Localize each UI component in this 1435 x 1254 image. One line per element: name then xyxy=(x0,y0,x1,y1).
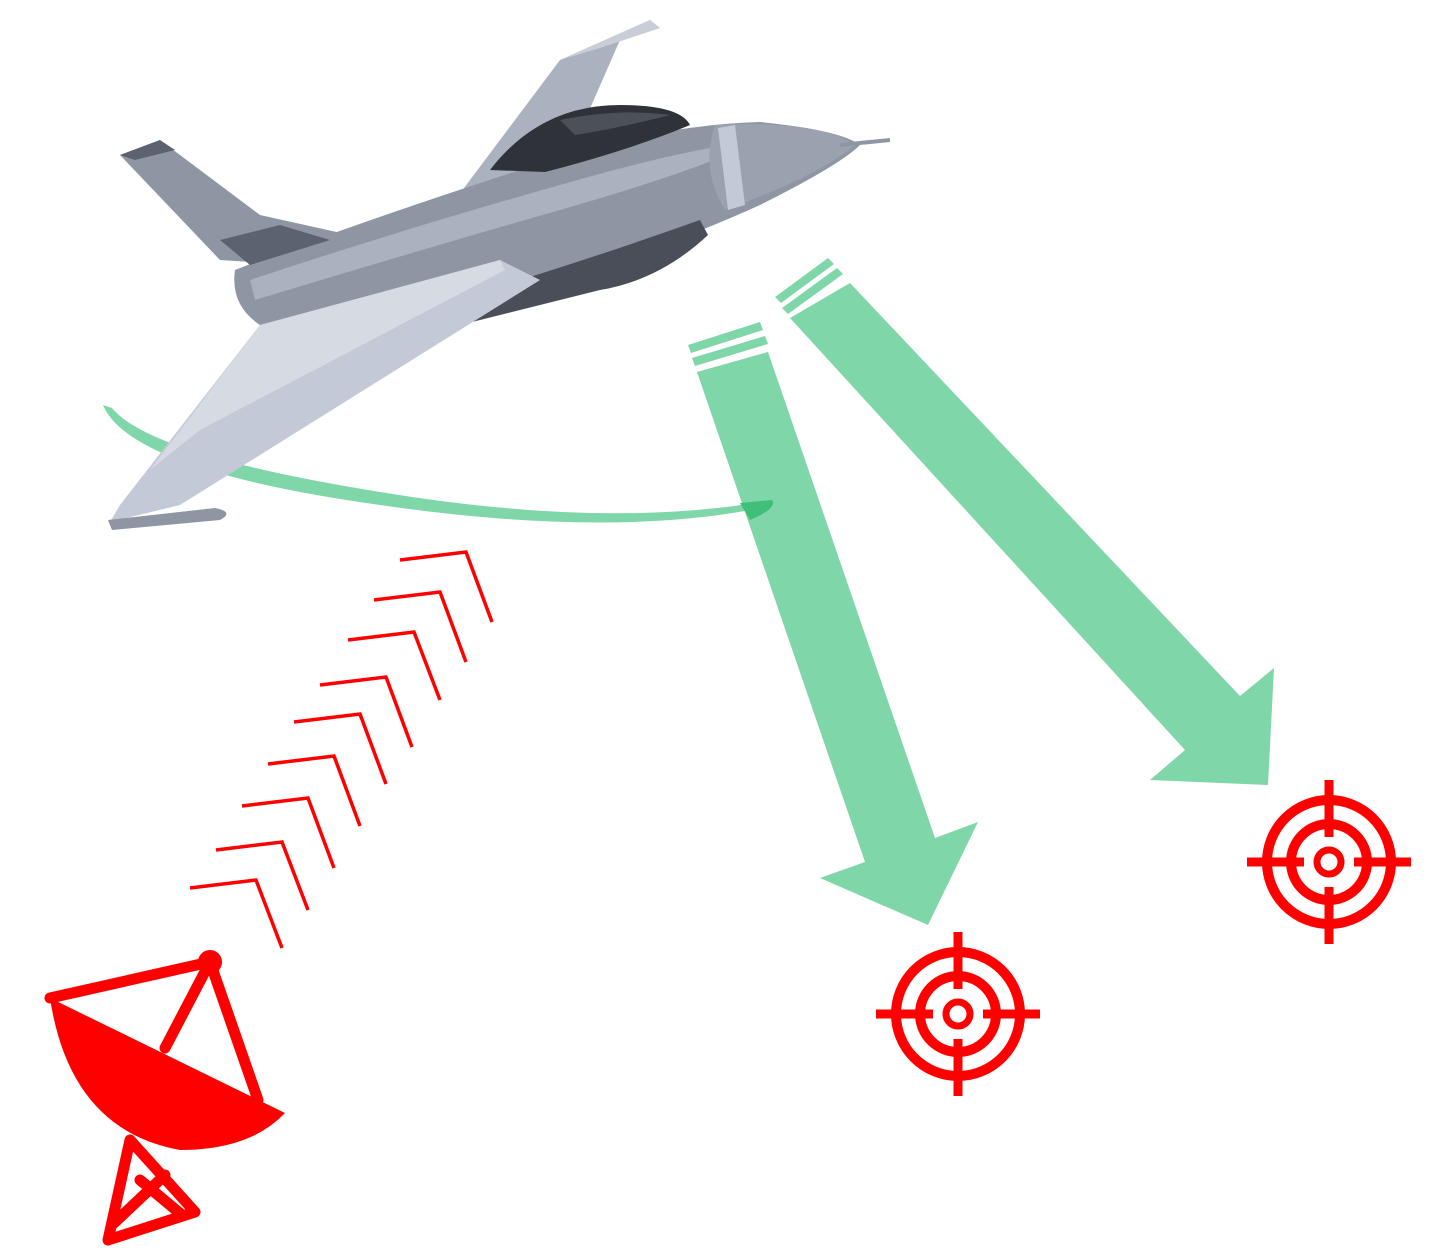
signal-wave xyxy=(348,632,440,700)
crosshair-target-icon xyxy=(876,932,1040,1096)
radar-signal-waves xyxy=(190,552,492,948)
signal-wave xyxy=(320,677,412,747)
signal-wave xyxy=(190,880,282,948)
crosshair-target-icon xyxy=(1247,780,1411,944)
radar-dish-icon xyxy=(50,950,285,1240)
